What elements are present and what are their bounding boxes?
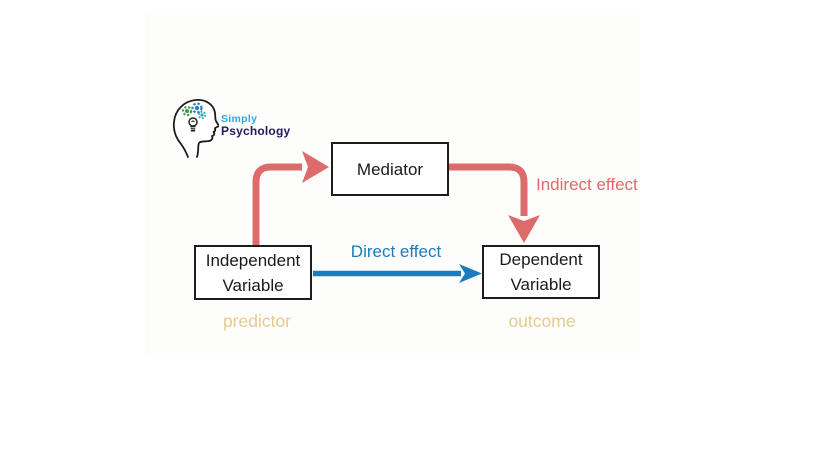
independent-label-line2: Variable: [222, 275, 284, 295]
dependent-label-line2: Variable: [510, 275, 572, 294]
brand-logo: Simply Psychology: [171, 96, 290, 158]
mediator-box: Mediator: [331, 142, 449, 196]
predictor-label: predictor: [222, 311, 292, 331]
brand-name: Simply Psychology: [221, 113, 290, 138]
gear-green-icon: [181, 105, 193, 117]
direct-effect-label: Direct effect: [350, 242, 442, 261]
indirect-effect-label: Indirect effect: [536, 175, 638, 194]
indirect-arrow-iv-to-mediator: [252, 151, 329, 246]
indirect-arrow-mediator-to-dv: [449, 163, 540, 243]
independent-variable-box: Independent Variable: [194, 245, 312, 300]
outcome-label: outcome: [508, 311, 576, 331]
head-gears-icon: [172, 99, 219, 158]
dependent-label-line1: Dependent: [499, 250, 583, 269]
direct-arrow: [313, 264, 482, 283]
dependent-variable-box: Dependent Variable: [482, 245, 600, 299]
gear-blue-icon: [191, 102, 203, 114]
independent-label-line1: Independent: [205, 250, 301, 270]
gear-teal-icon: [197, 110, 207, 120]
brand-line2: Psychology: [221, 124, 291, 138]
lightbulb-icon: [188, 117, 198, 132]
brand-line1: Simply: [221, 113, 258, 125]
mediator-label: Mediator: [356, 159, 424, 179]
